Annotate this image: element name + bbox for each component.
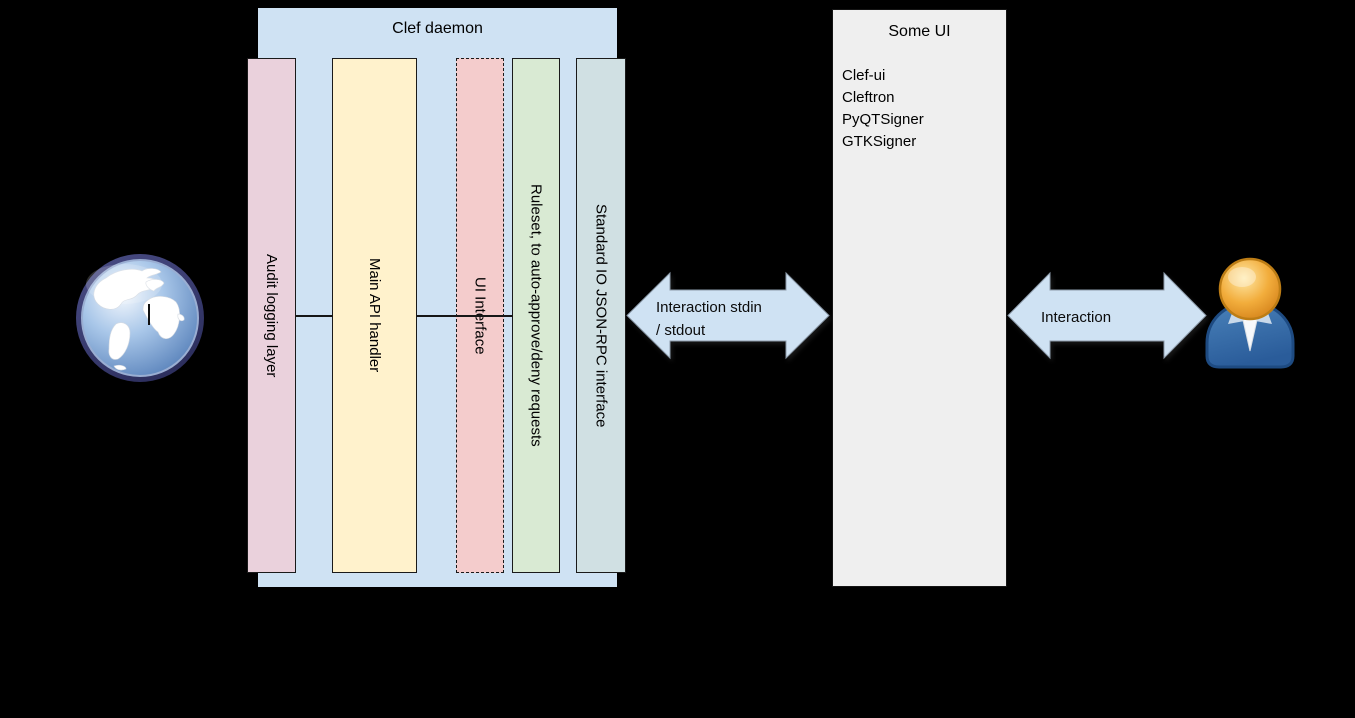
connector-line-api-ruleset <box>417 315 513 317</box>
globe-icon <box>76 254 204 382</box>
some-ui-item: GTKSigner <box>842 133 917 150</box>
arrow-label-line1: Interaction stdin <box>656 299 762 316</box>
some-ui-list: Clef-ui Cleftron PyQTSigner GTKSigner <box>842 65 924 153</box>
layer-main-api-handler: Main API handler <box>332 58 417 573</box>
double-arrow-interaction-icon <box>1007 271 1207 360</box>
connector-line-audit-api <box>296 315 333 317</box>
clef-daemon-box <box>258 8 617 587</box>
layer-main-api-handler-label: Main API handler <box>366 258 383 373</box>
layer-ruleset-label: Ruleset, to auto-approve/deny requests <box>527 184 545 447</box>
user-icon <box>1205 257 1295 369</box>
some-ui-title: Some UI <box>888 23 951 40</box>
arrow-label-interaction: Interaction <box>1041 309 1112 326</box>
some-ui-box: Some UI Clef-ui Cleftron PyQTSigner GTKS… <box>832 9 1007 587</box>
some-ui-item: Cleftron <box>842 89 895 106</box>
layer-stdio-jsonrpc-label: Standard IO JSON-RPC interface <box>592 203 610 428</box>
clef-daemon-title: Clef daemon <box>392 20 483 37</box>
double-arrow-stdio-icon <box>626 271 830 360</box>
layer-ruleset: Ruleset, to auto-approve/deny requests <box>512 58 560 573</box>
globe-connector-tick <box>148 304 150 325</box>
layer-audit-logging-label: Audit logging layer <box>263 253 280 378</box>
arrow-label-line2: / stdout <box>656 322 706 339</box>
some-ui-item: Clef-ui <box>842 67 886 84</box>
layer-stdio-jsonrpc: Standard IO JSON-RPC interface <box>576 58 626 573</box>
layer-audit-logging: Audit logging layer <box>247 58 296 573</box>
some-ui-item: PyQTSigner <box>842 111 924 128</box>
arrow-label-stdin-stdout: Interaction stdin / stdout <box>656 296 762 342</box>
